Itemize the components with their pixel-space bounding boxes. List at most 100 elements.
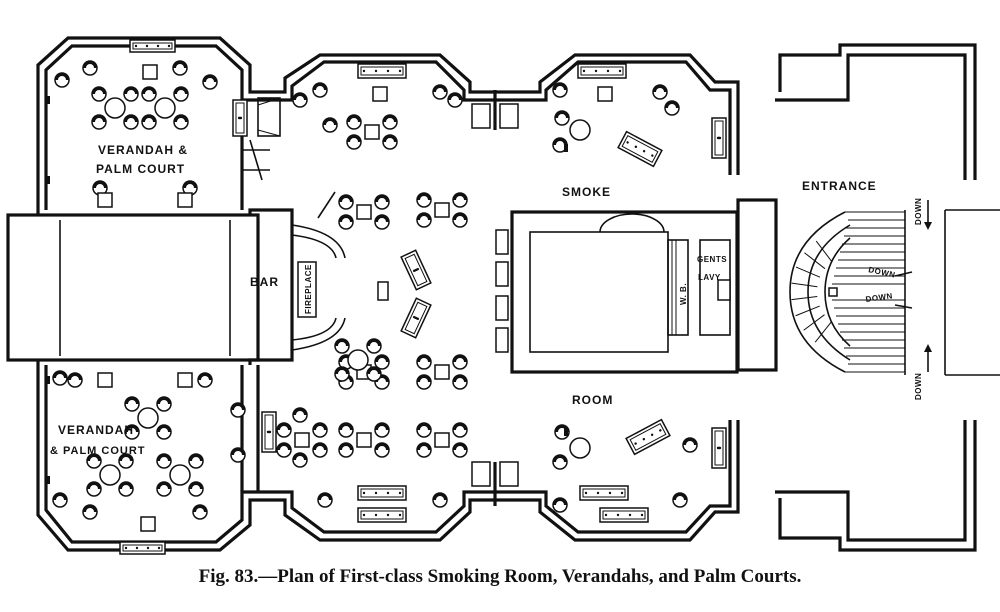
armchair [67, 372, 83, 388]
armchair [452, 422, 468, 438]
square-table [434, 432, 450, 448]
sofa [577, 63, 627, 79]
armchair [374, 214, 390, 230]
armchair [338, 214, 354, 230]
armchair [652, 84, 668, 100]
label-down-3: DOWN [865, 291, 893, 304]
round-table [347, 349, 369, 371]
square-table [356, 432, 372, 448]
armchair [346, 134, 362, 150]
staircase [789, 211, 905, 373]
armchair [416, 422, 432, 438]
armchair [552, 82, 568, 98]
square-table [140, 516, 156, 532]
label-verandah-top-2: PALM COURT [96, 162, 185, 176]
sofa [400, 249, 432, 291]
plant-pot [46, 376, 50, 384]
sofa [599, 507, 649, 523]
sofa [617, 130, 663, 168]
armchair [334, 366, 350, 382]
label-entrance: ENTRANCE [802, 179, 877, 193]
armchair [672, 492, 688, 508]
armchair [202, 74, 218, 90]
plant-pot [564, 144, 568, 152]
armchair [447, 92, 463, 108]
armchair [416, 442, 432, 458]
sofa [232, 99, 248, 137]
plant-pot [46, 476, 50, 484]
square-table [356, 204, 372, 220]
label-room: ROOM [572, 393, 613, 407]
central-block [510, 210, 739, 374]
round-table [569, 119, 591, 141]
armchair [452, 192, 468, 208]
armchair [230, 447, 246, 463]
armchair [374, 194, 390, 210]
square-table [142, 64, 158, 80]
armchair [82, 60, 98, 76]
label-verandah-bottom-2: & PALM COURT [50, 445, 146, 457]
armchair [230, 402, 246, 418]
armchair [141, 86, 157, 102]
armchair [86, 453, 102, 469]
square-table [364, 124, 380, 140]
label-gents: GENTS [697, 255, 727, 264]
armchair [338, 194, 354, 210]
armchair [382, 114, 398, 130]
armchair [664, 100, 680, 116]
armchair [172, 60, 188, 76]
armchair [452, 212, 468, 228]
armchair [416, 354, 432, 370]
label-down-4: DOWN [914, 373, 923, 400]
label-down-1: DOWN [914, 198, 923, 225]
label-bar: BAR [250, 275, 279, 289]
round-table [137, 407, 159, 429]
sofa [357, 507, 407, 523]
armchair [292, 407, 308, 423]
armchair [91, 86, 107, 102]
sofa [261, 411, 277, 453]
round-table [154, 97, 176, 119]
label-verandah-bottom-1: VERANDAH [58, 423, 134, 437]
label-verandah-top-1: VERANDAH & [98, 143, 188, 157]
armchair [197, 372, 213, 388]
armchair [123, 114, 139, 130]
armchair [432, 84, 448, 100]
label-smoke: SMOKE [562, 185, 611, 199]
square-table [434, 202, 450, 218]
armchair [374, 442, 390, 458]
sofa [357, 485, 407, 501]
armchair [156, 481, 172, 497]
armchair [416, 212, 432, 228]
armchair [416, 374, 432, 390]
armchair [334, 338, 350, 354]
armchair [382, 134, 398, 150]
armchair [54, 72, 70, 88]
armchair [322, 117, 338, 133]
plant-pot [46, 176, 50, 184]
sofa [711, 427, 727, 469]
outer-walls [6, 36, 740, 552]
armchair [374, 354, 390, 370]
armchair [82, 504, 98, 520]
armchair [312, 422, 328, 438]
figure-caption: Fig. 83.—Plan of First-class Smoking Roo… [198, 566, 802, 587]
down-arrows [894, 200, 932, 372]
armchair [292, 92, 308, 108]
armchair [52, 492, 68, 508]
sofa [119, 541, 166, 555]
armchair [452, 374, 468, 390]
armchair [91, 114, 107, 130]
round-table [104, 97, 126, 119]
armchair [452, 354, 468, 370]
armchair [374, 422, 390, 438]
armchair [124, 424, 140, 440]
square-table [294, 432, 310, 448]
sofa [400, 297, 432, 339]
armchair [118, 481, 134, 497]
armchair [312, 442, 328, 458]
armchair [276, 422, 292, 438]
armchair [182, 180, 198, 196]
square-table [97, 372, 113, 388]
